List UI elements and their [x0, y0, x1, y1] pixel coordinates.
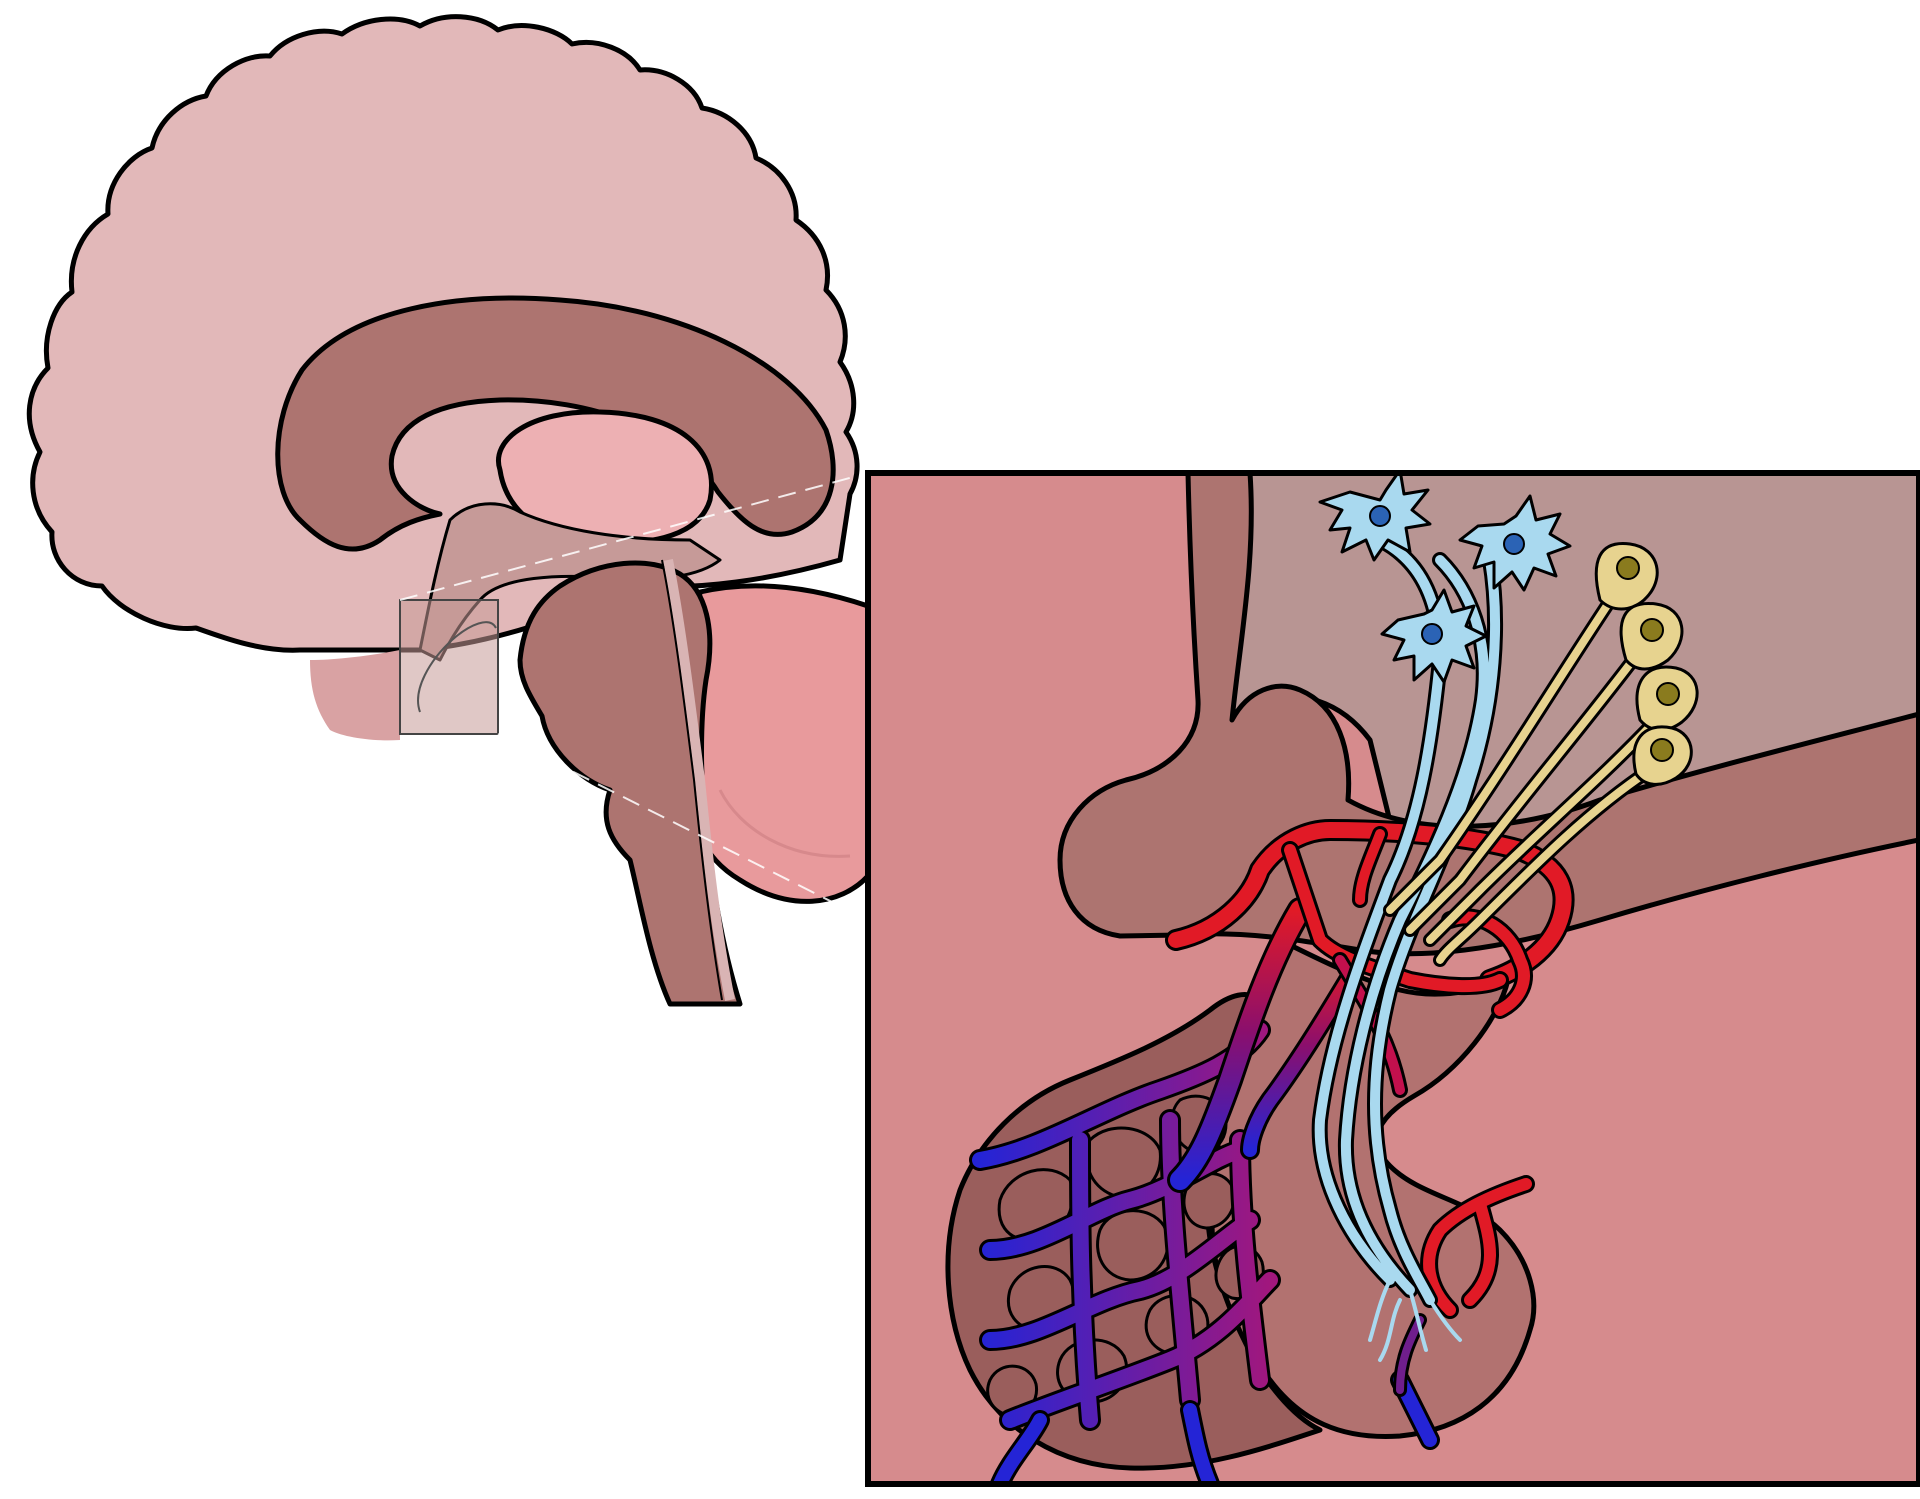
portal-vein-1: [1170, 900, 1310, 1190]
parvocellular-nucleus: [1656, 682, 1680, 706]
parvocellular-neuron: [1594, 542, 1659, 611]
inferior-artery: [1423, 1178, 1532, 1316]
parvocellular-nucleus: [1650, 738, 1674, 762]
zoom-region-hypothalamus: [417, 621, 497, 713]
parvocellular-axon-fill: [1386, 582, 1664, 964]
third-ventricle-floor: [1057, 473, 1919, 957]
parvocellular-neurons: [1594, 542, 1699, 786]
magnocellular-neuron: [1458, 494, 1572, 592]
zoom-region-marker: [399, 599, 499, 735]
cerebral-aqueduct-outline: [661, 559, 723, 1001]
cerebral-aqueduct: [663, 559, 735, 1001]
inferior-hypophyseal-artery: [1393, 1175, 1535, 1397]
vein-left: [993, 1413, 1047, 1484]
zoom-guide-lines: [399, 472, 869, 921]
parvocellular-neuron: [1619, 602, 1684, 671]
magnocellular-nucleus: [1369, 505, 1391, 527]
inset-panel: [865, 470, 1920, 1487]
sagittal-brain: [26, 14, 871, 1007]
parvocellular-axons: [1383, 579, 1667, 967]
corpus-callosum: [275, 295, 836, 552]
inset-frame: [865, 470, 1920, 1487]
zoom-guide-bottom: [497, 733, 869, 921]
vein-mid: [1183, 1403, 1217, 1484]
plexus-lumen-5: [1096, 1209, 1170, 1282]
plexus-vessel-mesh-fill: [972, 1022, 1278, 1428]
cerebellum-fold: [718, 789, 851, 858]
magnocellular-nucleus: [1421, 623, 1443, 645]
posterior-capillary: [1396, 1316, 1424, 1394]
magnocellular-neuron: [1380, 588, 1488, 684]
parvocellular-neuron: [1632, 725, 1693, 786]
parvocellular-nucleus: [1616, 556, 1640, 580]
magnocellular-neuron: [1318, 473, 1432, 562]
artery-branch-3: [1355, 829, 1385, 905]
basal-forebrain: [310, 650, 400, 741]
secondary-capillary-plexus: [969, 1019, 1281, 1431]
magnocellular-nucleus: [1503, 533, 1525, 555]
magnocellular-terminals: [1368, 1278, 1462, 1362]
portal-vein-2: [1243, 953, 1367, 1157]
hypophyseal-portal-veins: [1167, 897, 1370, 1193]
cerebellum: [690, 583, 871, 904]
zoom-guide-top: [399, 472, 869, 601]
parvocellular-nucleus: [1640, 618, 1664, 642]
magnocellular-neurons: [1318, 473, 1572, 684]
